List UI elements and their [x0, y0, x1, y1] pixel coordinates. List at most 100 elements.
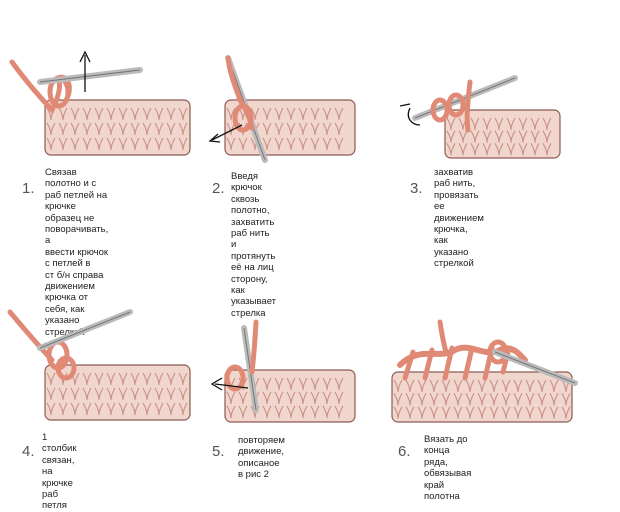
stitch	[417, 393, 427, 406]
stitch	[82, 107, 92, 121]
stitch	[70, 122, 80, 136]
stitch	[334, 107, 344, 121]
step-caption: захватив раб нить, провязать ее движение…	[434, 167, 484, 270]
stitch	[238, 405, 248, 419]
stitch	[549, 379, 559, 393]
stitch	[446, 143, 456, 156]
stitch	[489, 393, 499, 406]
stitch	[477, 379, 487, 393]
stitch	[525, 379, 535, 393]
stitch	[429, 379, 439, 393]
stitch	[322, 107, 332, 121]
stitch	[118, 372, 128, 386]
stitch	[405, 379, 415, 393]
step-number: 4.	[22, 443, 35, 460]
stitch	[513, 393, 523, 406]
stitch	[274, 405, 284, 419]
stitch	[537, 379, 547, 393]
stitch	[322, 405, 332, 419]
stitch	[298, 107, 308, 121]
stitch	[58, 107, 68, 121]
stitch	[274, 137, 284, 151]
stitch	[417, 406, 427, 419]
stitch	[298, 377, 308, 391]
stitch	[118, 107, 128, 121]
stitch	[58, 387, 68, 401]
stitch	[549, 406, 559, 419]
loop	[232, 103, 254, 133]
stitch	[46, 122, 56, 136]
stitch	[405, 406, 415, 419]
stitch	[238, 137, 248, 151]
stitch	[489, 379, 499, 393]
stitch	[262, 107, 272, 121]
stitch	[286, 122, 296, 136]
stitch	[154, 372, 164, 386]
stitch	[262, 377, 272, 391]
fabric-body	[44, 99, 191, 156]
stitch	[537, 406, 547, 419]
stitch	[178, 122, 188, 136]
stitch	[142, 402, 152, 416]
stitch	[465, 379, 475, 393]
stitch	[310, 405, 320, 419]
stitch	[405, 393, 415, 406]
stitch	[178, 137, 188, 151]
stitch	[106, 137, 116, 151]
stitch	[322, 377, 332, 391]
stitch	[154, 387, 164, 401]
stitch	[262, 137, 272, 151]
step-5-illustration	[210, 319, 356, 423]
stitch	[530, 130, 540, 143]
stitch	[506, 143, 516, 156]
stitch	[178, 402, 188, 416]
stitch	[226, 391, 236, 405]
stitch	[46, 402, 56, 416]
stitch	[178, 387, 188, 401]
stitch	[310, 122, 320, 136]
stitch	[274, 122, 284, 136]
stitch	[226, 137, 236, 151]
stitch	[477, 406, 487, 419]
step-number: 5.	[212, 443, 225, 460]
stitch	[322, 137, 332, 151]
stitch	[513, 406, 523, 419]
stitch	[561, 393, 571, 406]
arrow	[407, 107, 421, 126]
stitch	[482, 130, 492, 143]
stitch	[82, 137, 92, 151]
stitch	[286, 405, 296, 419]
step-2-illustration	[208, 55, 356, 163]
stitch	[489, 406, 499, 419]
stitch	[298, 391, 308, 405]
loop	[487, 339, 509, 365]
stitch	[118, 122, 128, 136]
stitch	[262, 122, 272, 136]
stitch	[494, 130, 504, 143]
stitch	[274, 377, 284, 391]
stitch	[494, 143, 504, 156]
step-caption: повторяем движение, описаное в рис 2	[238, 435, 285, 481]
yarn-strand	[464, 79, 473, 133]
stitch	[525, 406, 535, 419]
stitch	[166, 107, 176, 121]
stitch	[542, 143, 552, 156]
stitch	[106, 107, 116, 121]
stitch	[166, 387, 176, 401]
stitch	[46, 137, 56, 151]
stitch	[286, 377, 296, 391]
stitch	[446, 130, 456, 143]
stitch	[446, 117, 456, 131]
stitch	[118, 387, 128, 401]
step-caption: Связав полотно и с раб петлей на крючке …	[45, 167, 109, 338]
stitch	[298, 405, 308, 419]
stitch	[542, 117, 552, 131]
stitch	[106, 122, 116, 136]
stitch	[178, 372, 188, 386]
stitch	[46, 372, 56, 386]
stitch	[549, 393, 559, 406]
step-caption: Введя крючок сквозь полотно, захватить р…	[231, 171, 277, 319]
stitch	[286, 107, 296, 121]
stitch	[142, 137, 152, 151]
stitch	[470, 117, 480, 131]
